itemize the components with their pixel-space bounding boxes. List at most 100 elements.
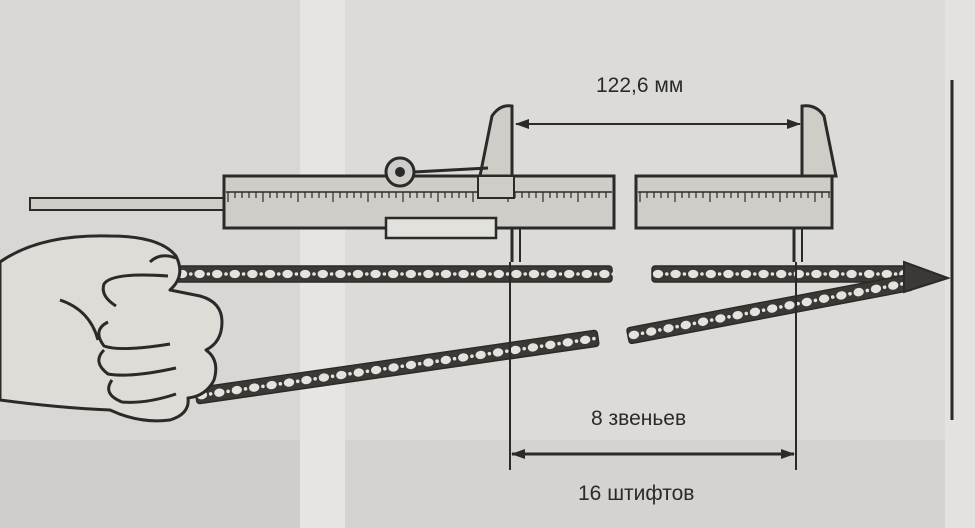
chain-link [801,297,812,307]
chain-link [405,360,417,370]
chain-pin [278,382,283,386]
measurement-label: 122,6 мм [596,74,684,97]
chain-pin [611,272,615,276]
chain-link [353,368,364,377]
chain-link [715,314,726,323]
chain-link [335,269,346,279]
chain-link [388,363,399,372]
chain-link [212,269,223,279]
chain-pin [365,369,370,374]
chain-pin [470,272,475,276]
chain-pin [576,272,580,276]
chain-link [811,269,822,279]
chain-pin [365,272,369,276]
chain-pin [558,272,563,276]
chain-pin [592,336,596,341]
chain-link [670,269,681,279]
chain-link [581,269,592,279]
chain-pin [313,377,317,381]
chain-link [628,330,640,340]
chain-link [493,269,504,279]
chain-pin [735,272,739,276]
chain-pin [347,272,351,276]
chain-pin [435,359,439,364]
chain-link [458,353,469,362]
wall-hook-icon [903,260,952,294]
chain-pin [700,272,704,276]
chain-top-left [175,265,615,283]
chain-pin [453,272,457,276]
chain-pin [348,371,352,376]
chain-link [828,269,840,279]
caliper-jaw-right [800,104,838,178]
chain-pin [805,272,810,276]
chain-link [475,350,486,360]
chain-pin [470,354,474,358]
chain-pin [796,301,800,306]
chain-pin [189,272,193,276]
chain-link [853,287,864,297]
chain-link [723,269,734,279]
chain-link [510,345,521,355]
chain-link [846,269,857,279]
chain-pin [788,272,792,276]
chain-pin [593,272,598,276]
chain-link [423,269,434,279]
chain-pin [539,344,544,348]
chain-link [264,269,276,279]
chain-link [214,388,225,397]
chain-link [545,340,556,350]
chain-pin [882,285,887,290]
caliper-jaw-left [478,104,514,178]
chain-link [282,269,293,279]
chain-pin [208,392,213,396]
pins-count-label: 16 штифтов [578,482,695,505]
chain-pin [487,351,492,356]
chain-link [836,291,847,300]
chain-pin [452,356,457,361]
chain-pin [813,298,818,303]
chain-pin [675,324,679,329]
chain-pin [717,272,722,276]
chain-link [458,269,469,279]
chain-link [249,383,260,392]
chain-link [388,269,399,279]
chain-pin [435,272,440,276]
hand-icon [0,234,224,423]
chain-link [888,281,899,290]
chain-link [564,269,575,279]
chain-pin [224,272,228,276]
chain-link [440,355,451,365]
chain-pin [574,339,579,343]
chain-pin [876,272,880,276]
chain-pin [330,374,335,379]
chain-pin [295,379,300,384]
chain-link [527,343,539,352]
caliper-beam-right [634,174,834,230]
chain-link [680,320,691,330]
chain-pin [830,295,835,299]
chain-link [758,269,769,279]
chain-pin [665,272,669,276]
chain-pin [682,272,687,276]
chain-link [546,269,557,279]
chain-link [599,269,610,279]
caliper-slider-pad [384,216,498,240]
chain-pin [382,272,387,276]
chain-pin [541,272,545,276]
chain-bottom-left [194,329,600,405]
chain-pin [865,288,870,293]
chain-pin [504,349,509,353]
chain-pin [241,272,246,276]
chain-pin [206,272,211,276]
chain-pin [841,272,845,276]
chain-pin [848,291,852,296]
chain-pin [770,272,775,276]
chain-link [336,370,347,380]
chain-pin [261,384,265,389]
chain-pin [417,272,422,276]
chain-link [562,338,573,347]
chain-link [864,269,875,279]
